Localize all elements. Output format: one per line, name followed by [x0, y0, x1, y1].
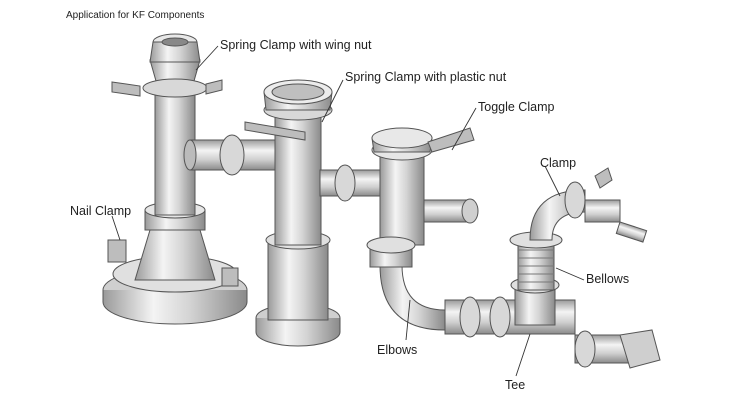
label-toggle-clamp: Toggle Clamp [478, 100, 555, 114]
label-bellows: Bellows [586, 272, 630, 286]
label-spring-clamp-wing-nut: Spring Clamp with wing nut [220, 38, 372, 52]
label-tee: Tee [505, 378, 526, 392]
middle-column [244, 79, 341, 347]
bellows-fitting [509, 231, 563, 291]
upper-elbow [529, 167, 648, 243]
page-title: Application for KF Components [66, 10, 205, 21]
cross-fitting [319, 127, 479, 246]
label-clamp: Clamp [540, 156, 577, 170]
label-spring-clamp-plastic-nut: Spring Clamp with plastic nut [345, 70, 507, 84]
tee-fitting [444, 276, 661, 369]
leader-lines [111, 45, 585, 377]
connector-pipe [183, 134, 281, 176]
label-elbows: Elbows [377, 343, 418, 357]
label-nail-clamp: Nail Clamp [70, 204, 132, 218]
elbow-fitting [366, 236, 446, 331]
left-column [102, 33, 248, 325]
